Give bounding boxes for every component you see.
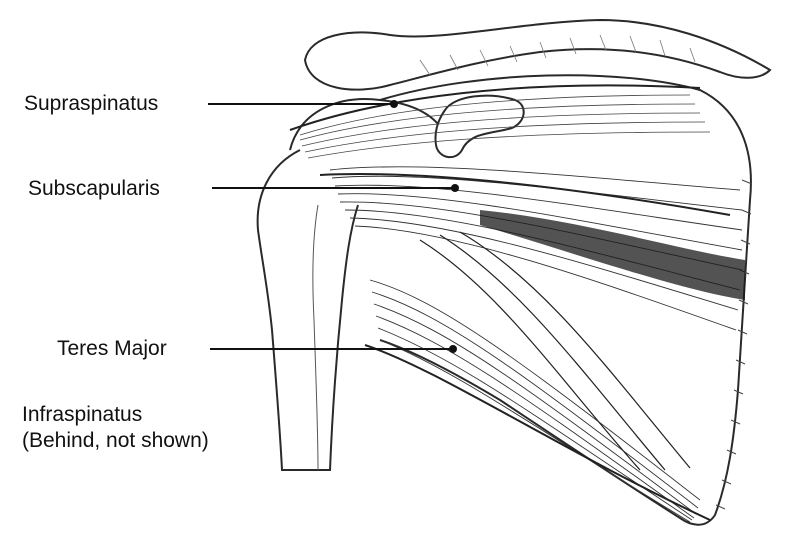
subscapularis-edge bbox=[319, 173, 731, 216]
humeral-head bbox=[289, 98, 449, 151]
label-subscapularis: Subscapularis bbox=[28, 177, 160, 200]
long-fibers bbox=[419, 231, 691, 471]
label-infraspinatus-line2: (Behind, not shown) bbox=[22, 429, 209, 452]
clavicle bbox=[303, 18, 772, 91]
subscapularis-dot bbox=[451, 184, 459, 192]
supraspinatus-dot bbox=[390, 100, 398, 108]
humerus-bone bbox=[256, 149, 359, 471]
clavicle-hatch bbox=[419, 34, 696, 76]
scapula-outline bbox=[379, 74, 752, 526]
scapula-border-hatch bbox=[715, 179, 753, 510]
supraspinatus-edge bbox=[289, 84, 701, 131]
subscapularis-dark-band bbox=[480, 210, 745, 300]
teres-major-edge bbox=[364, 344, 711, 521]
label-infraspinatus-line1: Infraspinatus bbox=[22, 403, 143, 426]
label-teres-major: Teres Major bbox=[57, 337, 167, 360]
label-infraspinatus: Infraspinatus (Behind, not shown) bbox=[22, 402, 209, 454]
supraspinatus-fibers bbox=[299, 94, 711, 159]
coracoid bbox=[434, 94, 525, 159]
teres-major-dot bbox=[449, 345, 457, 353]
label-supraspinatus: Supraspinatus bbox=[24, 92, 159, 115]
humerus-inner bbox=[312, 204, 319, 471]
